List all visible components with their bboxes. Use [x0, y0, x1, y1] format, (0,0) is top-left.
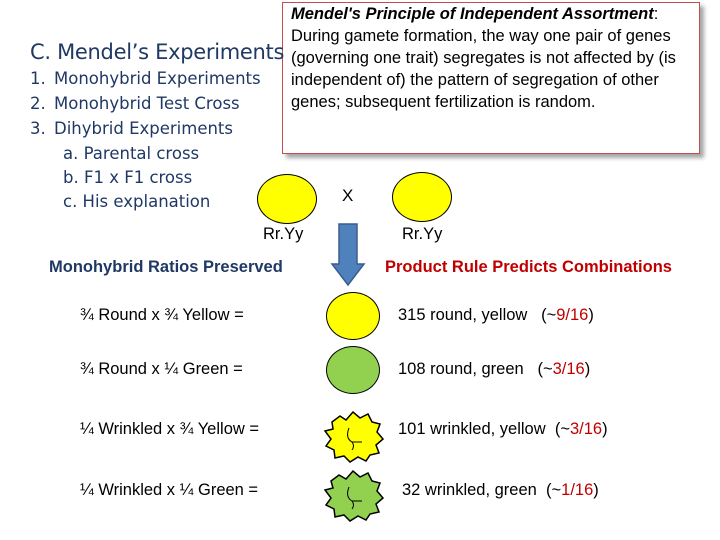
result-fraction: 3/16: [569, 420, 603, 438]
principle-title-colon: :: [653, 5, 659, 23]
result-row-2: 108 round, green (~3/16): [398, 360, 590, 379]
suboutline-item-a: a. Parental cross: [63, 144, 200, 163]
seed-round-green: [326, 346, 380, 394]
cross-symbol: X: [342, 186, 354, 205]
result-text: 108 round, green: [398, 360, 524, 378]
principle-title-text: Mendel's Principle of Independent Assort…: [291, 5, 654, 23]
genotype-left: Rr.Yy: [263, 225, 304, 243]
ratio-row-4: ¼ Wrinkled x ¼ Green =: [80, 481, 259, 499]
down-arrow-icon: [330, 223, 366, 287]
principle-title: Mendel's Principle of Independent Assort…: [291, 3, 695, 25]
parent-seed-right: [392, 172, 452, 222]
result-close: ): [588, 306, 594, 324]
result-open: (~: [546, 481, 562, 499]
result-row-1: 315 round, yellow (~9/16): [398, 306, 594, 325]
result-fraction: 3/16: [552, 360, 585, 378]
result-row-3: 101 wrinkled, yellow (~3/16): [398, 420, 608, 439]
page-heading: C. Mendel’s Experiments: [30, 40, 285, 64]
result-open: (~: [554, 420, 570, 438]
genotype-right: Rr.Yy: [402, 225, 443, 243]
outline-item-3: 3. Dihybrid Experiments: [30, 119, 233, 138]
seed-wrinkled-yellow: [323, 410, 385, 463]
result-fraction: 1/16: [561, 481, 594, 499]
section-title-left: Monohybrid Ratios Preserved: [49, 258, 283, 276]
outline-label: Dihybrid Experiments: [54, 119, 234, 138]
ratio-row-1: ¾ Round x ¾ Yellow =: [80, 306, 244, 324]
outline-num: 3.: [30, 119, 46, 138]
result-close: ): [584, 360, 591, 378]
result-open: (~: [537, 360, 553, 378]
outline-item-1: 1. Monohybrid Experiments: [30, 69, 261, 88]
outline-num: 1.: [30, 69, 46, 88]
result-text: 315 round, yellow: [398, 306, 528, 324]
parent-seed-left: [257, 174, 317, 224]
ratio-row-3: ¼ Wrinkled x ¾ Yellow =: [80, 420, 260, 438]
principle-text: During gamete formation, the way one pai…: [291, 27, 676, 111]
result-close: ): [593, 481, 599, 499]
outline-item-2: 2. Monohybrid Test Cross: [30, 94, 240, 113]
result-close: ): [602, 420, 608, 438]
suboutline-item-b: b. F1 x F1 cross: [63, 168, 193, 187]
outline-num: 2.: [30, 94, 46, 113]
ratio-row-2: ¾ Round x ¼ Green =: [80, 360, 243, 378]
result-text: 32 wrinkled, green: [402, 481, 537, 499]
seed-round-yellow: [326, 292, 380, 340]
result-open: (~: [541, 306, 557, 324]
result-text: 101 wrinkled, yellow: [398, 420, 546, 438]
seed-wrinkled-green: [323, 469, 385, 522]
result-row-4: 32 wrinkled, green (~1/16): [402, 481, 599, 500]
outline-label: Monohybrid Test Cross: [54, 94, 240, 113]
principle-box: Mendel's Principle of Independent Assort…: [282, 2, 700, 154]
result-fraction: 9/16: [556, 306, 589, 324]
section-title-right: Product Rule Predicts Combinations: [385, 258, 672, 276]
outline-label: Monohybrid Experiments: [54, 69, 261, 88]
suboutline-item-c: c. His explanation: [63, 192, 211, 211]
